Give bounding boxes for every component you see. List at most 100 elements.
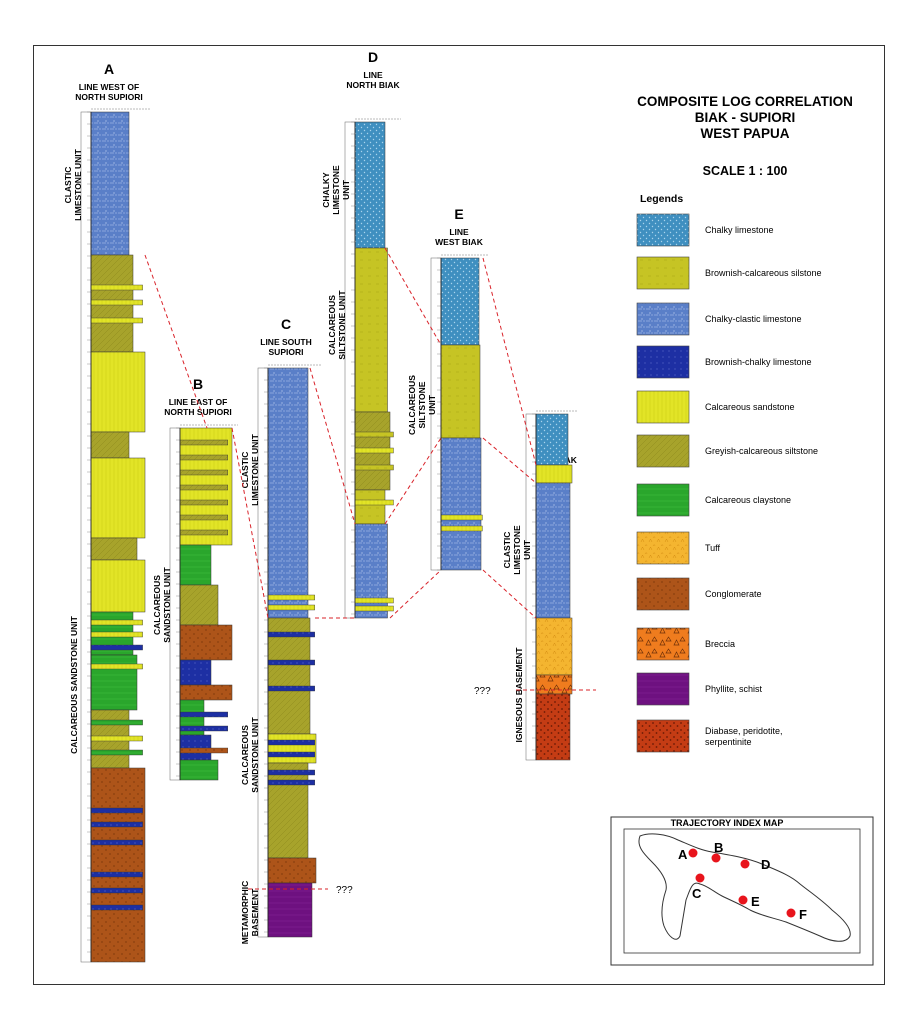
legend-item-clay: Calcareous claystone <box>636 483 791 517</box>
header-title-line3: WEST PAPUA <box>700 126 789 141</box>
index-map-title: TRAJECTORY INDEX MAP <box>671 818 784 828</box>
legend-item-clastic: Chalky-clastic limestone <box>636 302 802 336</box>
bed-B-clay <box>179 759 219 781</box>
unit-label-F-1: UNIT <box>522 539 532 560</box>
header-title-line2: BIAK - SUPIORI <box>695 110 796 125</box>
depth-scale-A <box>80 111 92 963</box>
unit-label-F-1: LIMESTONE <box>512 525 522 575</box>
unit-label-E-1: SILTSTONE <box>417 381 427 428</box>
thin-bed-A-sand <box>90 619 143 626</box>
island-outline <box>638 833 851 942</box>
column-letter-E: E <box>454 206 463 222</box>
correlation-line-7 <box>384 247 442 346</box>
legend-label-clay: Calcareous claystone <box>705 495 791 505</box>
thin-bed-A-sand <box>90 317 143 324</box>
unit-label-D-2: CALCAREOUS <box>327 295 337 355</box>
legend-swatch-breccia <box>636 627 690 661</box>
thin-bed-A-sand <box>90 299 143 306</box>
thin-bed-C-brownchalky <box>267 751 315 758</box>
unit-label-F-2: IGNESOUS BASEMENT <box>514 647 524 743</box>
legend-swatch-phyllite <box>636 672 690 706</box>
thin-bed-D-brownsilt <box>354 431 394 438</box>
column-title-D-line2: NORTH BIAK <box>346 80 400 90</box>
thin-bed-A-brownchalky <box>90 871 143 878</box>
bed-C-greysilt <box>267 617 311 735</box>
column-F: FLINEEAST BIAKCLASTICLIMESTONEUNITIGNESO… <box>474 410 596 761</box>
legend-item-phyllite: Phyllite, schist <box>636 672 763 706</box>
legend-label-greysilt: Greyish-calcareous siltstone <box>705 446 818 456</box>
thin-bed-D-sand <box>354 597 394 604</box>
unit-label-C-2: CALCAREOUS <box>240 725 250 785</box>
correlation-line-2 <box>231 427 269 619</box>
correlation-line-3 <box>309 367 356 525</box>
column-letter-B: B <box>193 376 203 392</box>
unknown-contact-F: ??? <box>474 686 491 697</box>
thin-bed-A-brownchalky <box>90 821 143 828</box>
bed-D-clastic <box>354 523 388 619</box>
thin-bed-B-greysilt <box>179 454 228 461</box>
unit-label-C-2: SANDSTONE UNIT <box>250 716 260 792</box>
correlation-line-1 <box>144 254 208 429</box>
index-point-E <box>738 895 748 905</box>
thin-bed-C-sand <box>267 604 315 611</box>
index-point-label-A: A <box>678 847 688 862</box>
legend-item-brownsilt: Brownish-calcareous silstone <box>636 256 822 290</box>
index-point-D <box>740 859 750 869</box>
legend-item-conglom: Conglomerate <box>636 577 762 611</box>
bed-F-breccia <box>535 674 573 695</box>
bed-A-clay <box>90 654 138 711</box>
legend-item-greysilt: Greyish-calcareous siltstone <box>636 434 818 468</box>
unit-label-C-3: METAMORPHIC <box>240 881 250 945</box>
column-letter-C: C <box>281 316 291 332</box>
thin-bed-B-greysilt <box>179 484 228 491</box>
thin-bed-B-greysilt <box>179 514 228 521</box>
bed-B-clay <box>179 544 212 586</box>
unit-label-D-1: UNIT <box>341 179 351 200</box>
header-title-line1: COMPOSITE LOG CORRELATION <box>637 94 853 109</box>
index-point-label-F: F <box>799 907 807 922</box>
legend-label-brownsilt: Brownish-calcareous silstone <box>705 268 822 278</box>
unit-label-A-1: CLASTIC <box>63 167 73 204</box>
legend-title: Legends <box>640 193 683 205</box>
column-letter-A: A <box>104 61 114 77</box>
thin-bed-A-sand <box>90 663 143 670</box>
thin-bed-C-brownchalky <box>267 631 315 638</box>
thin-bed-A-brownchalky <box>90 887 143 894</box>
thin-bed-D-sand <box>354 605 394 612</box>
column-title-E-line2: WEST BIAK <box>435 237 484 247</box>
thin-bed-B-greysilt <box>179 469 228 476</box>
bed-D-chalky <box>354 121 386 249</box>
thin-bed-D-brownsilt <box>354 464 394 471</box>
legend-label-breccia: Breccia <box>705 639 735 649</box>
bed-C-phyllite <box>267 882 313 938</box>
bed-A-greysilt <box>90 537 138 561</box>
bed-F-tuff <box>535 617 573 676</box>
bed-D-brownsilt <box>354 247 388 413</box>
legend-swatch-clastic <box>636 302 690 336</box>
legend-item-sand: Calcareous sandstone <box>636 390 795 424</box>
column-title-C-line2: SUPIORI <box>269 347 304 357</box>
unit-label-B-1: CALCAREOUS <box>152 575 162 635</box>
legend: Legends Chalky limestoneBrownish-calcare… <box>636 193 822 753</box>
index-point-label-C: C <box>692 886 702 901</box>
thin-bed-E-sand <box>440 525 483 532</box>
legend-item-chalky: Chalky limestone <box>636 213 774 247</box>
bed-C-conglom <box>267 857 317 884</box>
column-title-A-line2: NORTH SUPIORI <box>75 92 143 102</box>
unit-label-C-1: LIMESTONE UNIT <box>250 433 260 505</box>
unit-label-A-1: LIMESTONE UNIT <box>73 148 83 220</box>
index-point-label-E: E <box>751 894 760 909</box>
thin-bed-C-brownchalky <box>267 779 315 786</box>
legend-item-breccia: Breccia <box>636 627 735 661</box>
thin-bed-B-greysilt <box>179 529 228 536</box>
bed-E-brownsilt <box>440 344 481 439</box>
index-point-A <box>688 848 698 858</box>
thin-bed-A-brownchalky <box>90 644 143 651</box>
unknown-contact-C: ??? <box>336 885 353 896</box>
